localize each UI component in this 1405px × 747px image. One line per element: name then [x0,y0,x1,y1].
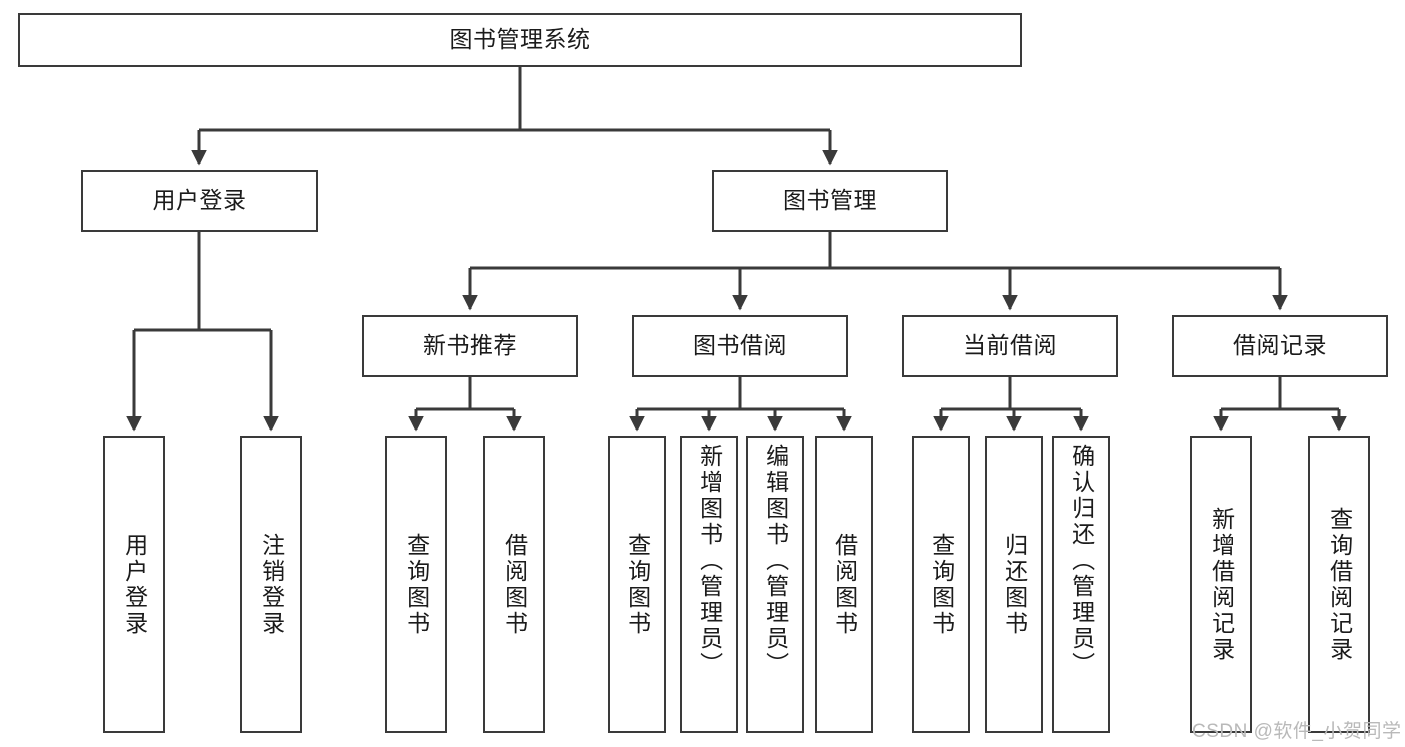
node-label: 借阅图书 [501,532,528,637]
node-label: 新书推荐 [423,332,517,359]
leaf-new-book-borrow[interactable]: 借阅图书 [483,436,545,733]
node-label: 当前借阅 [963,332,1057,359]
leaf-new-book-query[interactable]: 查询图书 [385,436,447,733]
node-new-book-recommend[interactable]: 新书推荐 [362,315,578,377]
node-label: 用户登录 [152,187,247,214]
node-book-management[interactable]: 图书管理 [712,170,948,232]
node-label: 新增借阅记录 [1208,506,1235,663]
node-label: 用户登录 [121,532,148,637]
node-label: 查询图书 [403,532,430,637]
node-label: 注销登录 [258,532,285,637]
node-root-system[interactable]: 图书管理系统 [18,13,1022,67]
leaf-current-return-book[interactable]: 归还图书 [985,436,1043,733]
node-label: 图书借阅 [693,332,787,359]
leaf-borrow-edit-book-admin[interactable]: 编辑图书（管理员） [746,436,804,733]
node-label: 借阅记录 [1233,332,1327,359]
node-label: 确认归还（管理员） [1068,444,1095,678]
node-label: 查询图书 [624,532,651,637]
node-label: 查询图书 [928,532,955,637]
node-book-borrow[interactable]: 图书借阅 [632,315,848,377]
node-borrow-record[interactable]: 借阅记录 [1172,315,1388,377]
leaf-record-query-record[interactable]: 查询借阅记录 [1308,436,1370,733]
node-current-borrow[interactable]: 当前借阅 [902,315,1118,377]
leaf-borrow-add-book-admin[interactable]: 新增图书（管理员） [680,436,738,733]
leaf-user-login-login[interactable]: 用户登录 [103,436,165,733]
node-label: 借阅图书 [831,532,858,637]
node-label: 图书管理系统 [449,26,591,53]
leaf-borrow-borrow-book[interactable]: 借阅图书 [815,436,873,733]
csdn-watermark: CSDN @软件_小贺同学 [1192,721,1402,742]
node-label: 图书管理 [783,187,877,214]
node-user-login[interactable]: 用户登录 [81,170,318,232]
leaf-current-query-book[interactable]: 查询图书 [912,436,970,733]
node-label: 查询借阅记录 [1326,506,1353,663]
node-label: 编辑图书（管理员） [762,444,789,678]
leaf-current-confirm-return-admin[interactable]: 确认归还（管理员） [1052,436,1110,733]
leaf-record-add-record[interactable]: 新增借阅记录 [1190,436,1252,733]
leaf-user-login-logout[interactable]: 注销登录 [240,436,302,733]
node-label: 新增图书（管理员） [696,444,723,678]
leaf-borrow-query-book[interactable]: 查询图书 [608,436,666,733]
node-label: 归还图书 [1001,532,1028,637]
